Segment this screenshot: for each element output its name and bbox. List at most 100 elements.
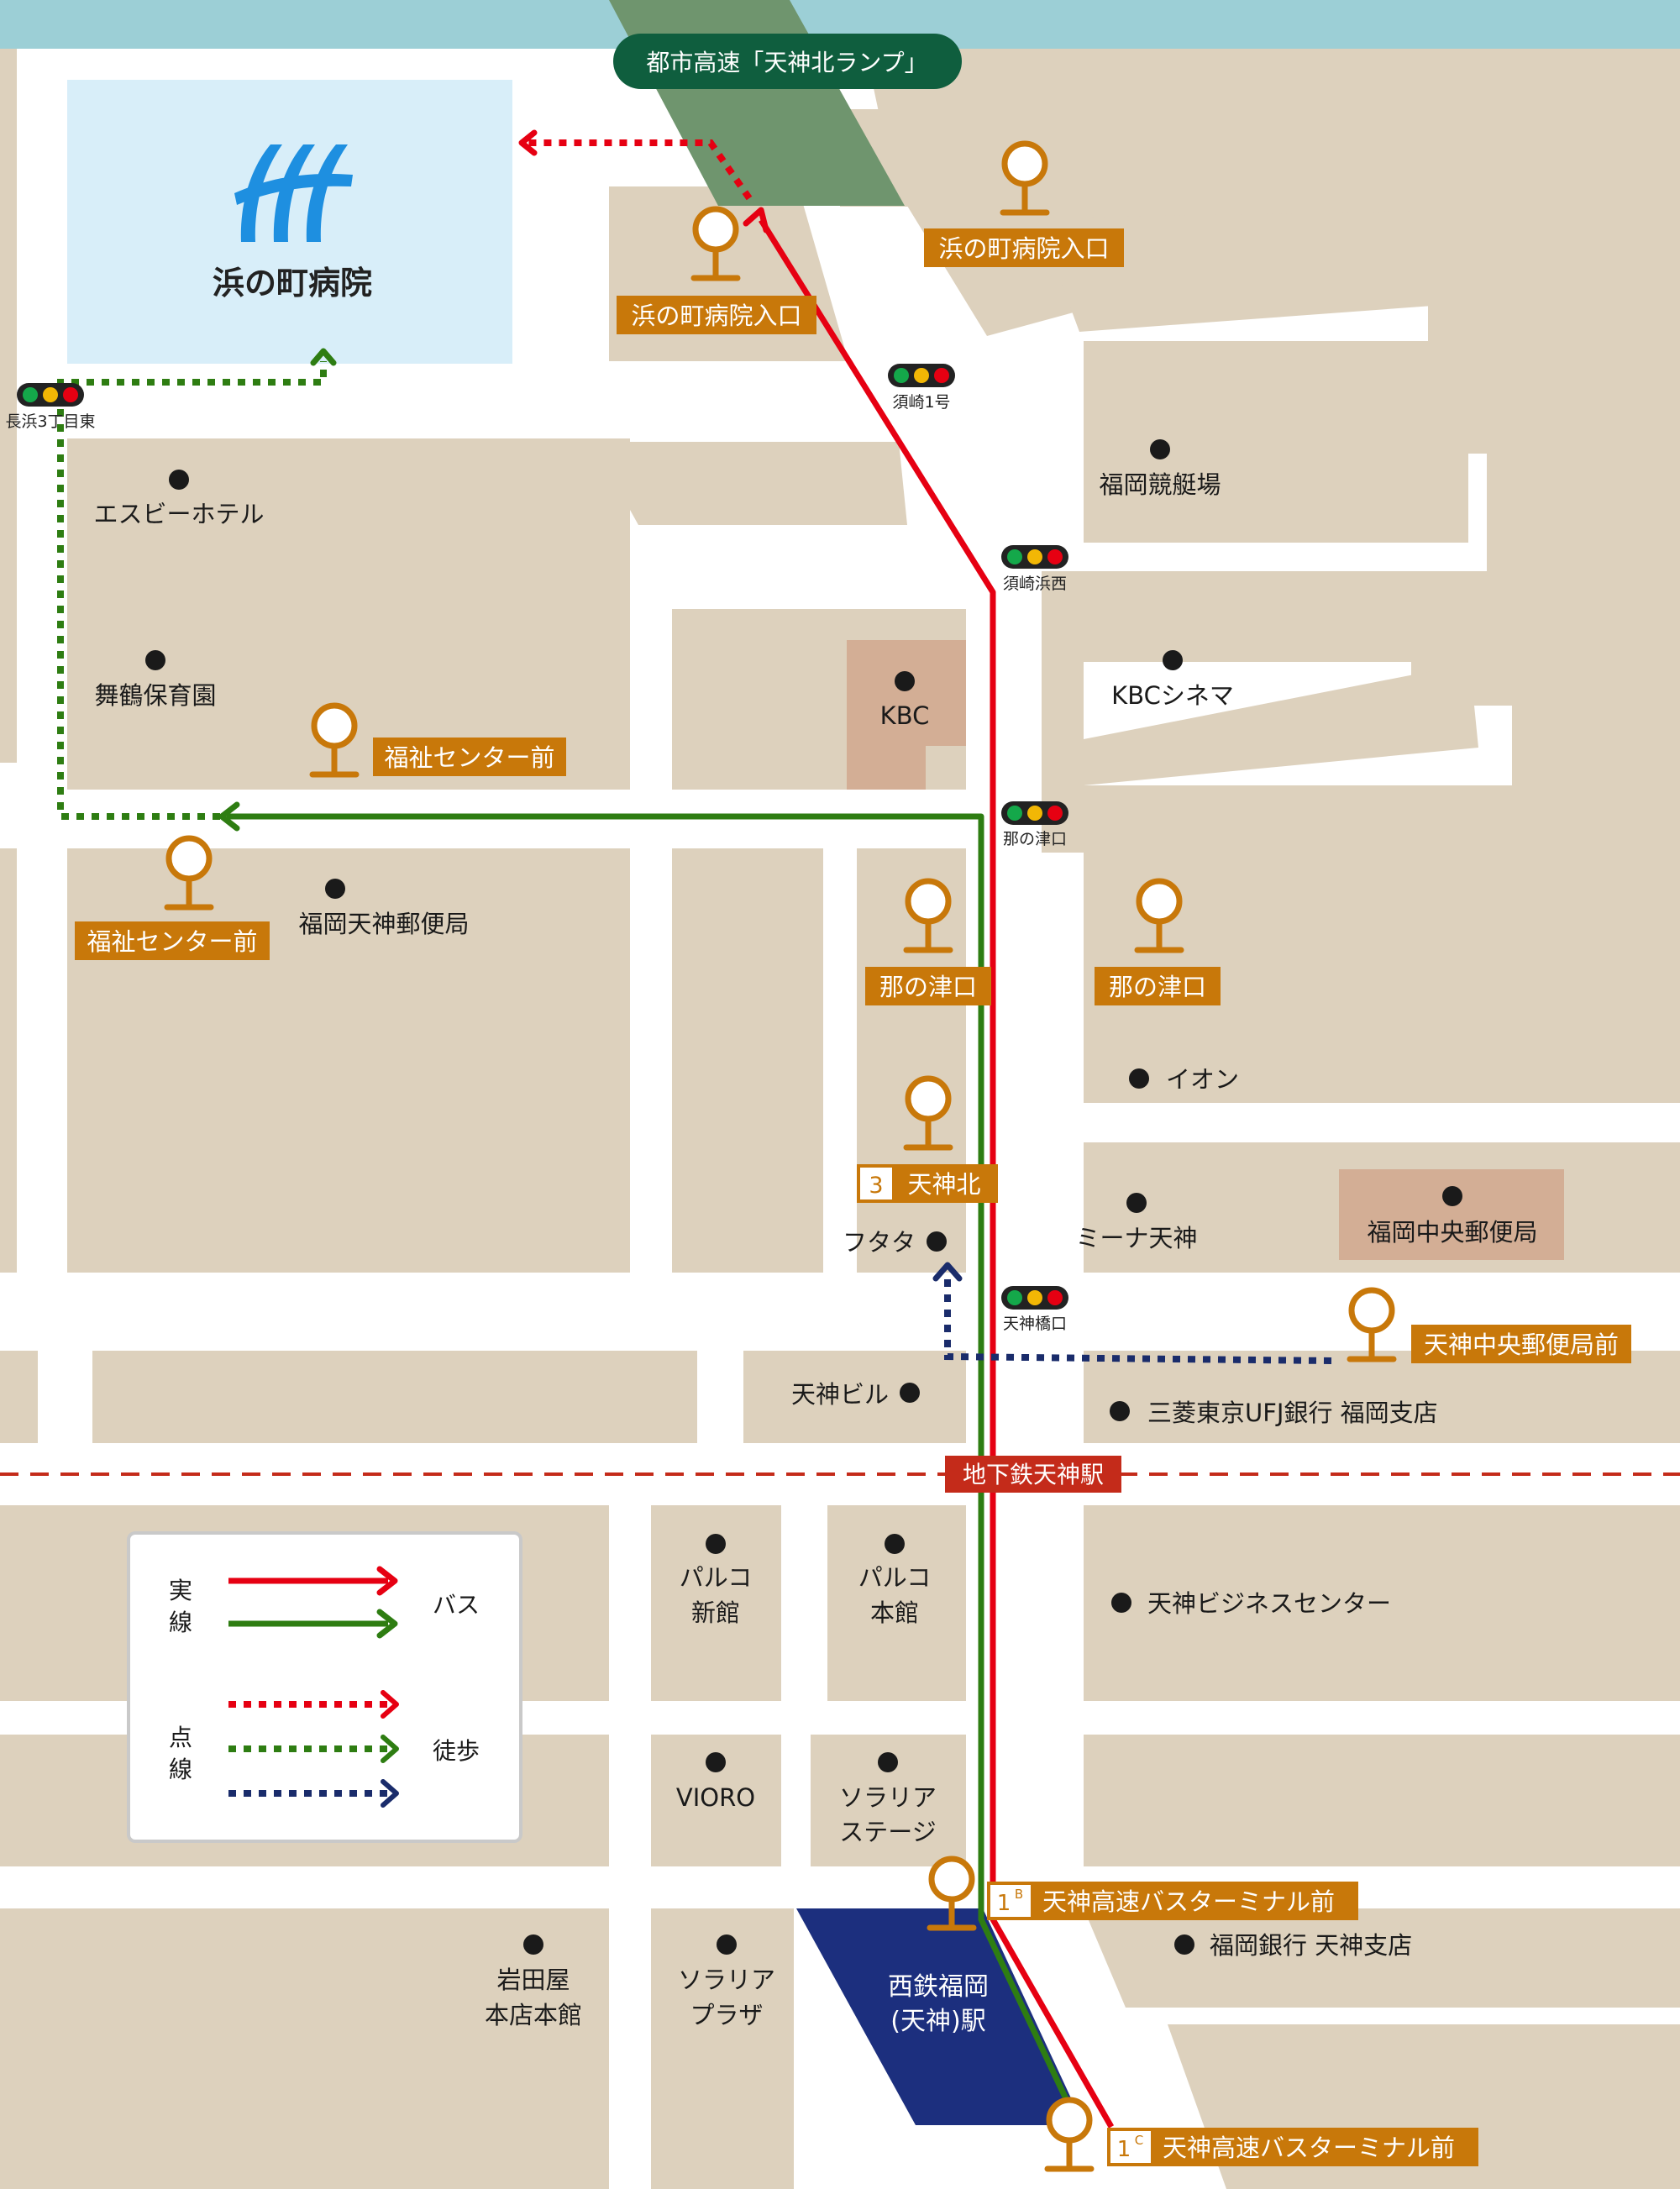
svg-text:線: 線 [169, 1756, 192, 1783]
bus-stop-tenjinkita: 3 天神北 [857, 1079, 998, 1203]
svg-text:ステージ: ステージ [839, 1818, 936, 1846]
bus-stop-nanotsu-a: 那の津口 [865, 881, 991, 1005]
svg-text:須崎1号: 須崎1号 [892, 393, 950, 412]
svg-text:天神ビル: 天神ビル [791, 1380, 889, 1409]
signal-nanotsu: 那の津口 [1001, 801, 1068, 848]
bus-route-red [759, 218, 1115, 2129]
svg-text:天神ビジネスセンター: 天神ビジネスセンター [1147, 1589, 1391, 1618]
svg-text:天神高速バスターミナル前: 天神高速バスターミナル前 [1042, 1887, 1335, 1916]
svg-text:パルコ: パルコ [858, 1563, 931, 1592]
bus-route-green [227, 813, 1079, 2120]
svg-text:三菱東京UFJ銀行 福岡支店: 三菱東京UFJ銀行 福岡支店 [1147, 1399, 1438, 1427]
signal-susaki1: 須崎1号 [888, 364, 955, 412]
station-building [796, 1908, 1084, 2125]
landmark-kbc-cinema: KBCシネマ [1111, 650, 1234, 710]
svg-text:那の津口: 那の津口 [879, 973, 977, 1001]
svg-text:須崎浜西: 須崎浜西 [1003, 575, 1067, 593]
legend: 実 線 バス 点 線 徒歩 [127, 1531, 522, 1843]
landmark-vioro: VIORO [676, 1752, 755, 1812]
landmark-sb-hotel: エスビーホテル [93, 470, 265, 528]
landmark-tenjin-post: 福岡天神郵便局 [298, 879, 470, 938]
hospital-logo [234, 144, 353, 242]
landmark-maizuru: 舞鶴保育園 [94, 650, 217, 710]
bus-stop-terminal-1b: 1 B 天神高速バスターミナル前 [930, 1859, 1358, 1928]
svg-text:フタタ: フタタ [843, 1228, 916, 1257]
bus-stop-hospital-a: 浜の町病院入口 [924, 144, 1124, 267]
walk-route-red [525, 139, 753, 201]
bus-stop-terminal-1c: 1 C 天神高速バスターミナル前 [1047, 2100, 1478, 2169]
svg-text:ソラリア: ソラリア [839, 1783, 937, 1812]
bus-stop-nanotsu-b: 那の津口 [1095, 881, 1221, 1005]
svg-text:天神橋口: 天神橋口 [1003, 1315, 1067, 1333]
landmark-boat: 福岡競艇場 [1099, 439, 1221, 499]
svg-text:ソラリア: ソラリア [678, 1966, 775, 1994]
svg-text:福岡競艇場: 福岡競艇場 [1099, 470, 1221, 499]
hospital-building [67, 80, 512, 364]
walk-route-navy [944, 1277, 1332, 1364]
svg-text:舞鶴保育園: 舞鶴保育園 [94, 681, 216, 710]
landmark-futata: フタタ [843, 1228, 947, 1257]
svg-text:那の津口: 那の津口 [1003, 830, 1067, 848]
walk-route-green [57, 361, 327, 820]
landmark-central-post: 福岡中央郵便局 [1367, 1186, 1538, 1247]
svg-text:C: C [1135, 2133, 1143, 2148]
svg-text:実: 実 [169, 1577, 192, 1604]
central-post-building [1339, 1169, 1564, 1260]
svg-text:プラザ: プラザ [690, 2001, 763, 2029]
svg-text:天神高速バスターミナル前: 天神高速バスターミナル前 [1163, 2134, 1455, 2162]
svg-text:天神中央郵便局前: 天神中央郵便局前 [1424, 1331, 1619, 1359]
svg-text:那の津口: 那の津口 [1109, 973, 1206, 1001]
svg-text:岩田屋: 岩田屋 [496, 1966, 570, 1994]
signal-nagahama: 長浜3丁目東 [5, 383, 96, 431]
bus-stop-hospital-b: 浜の町病院入口 [617, 209, 816, 334]
svg-text:福祉センター前: 福祉センター前 [384, 743, 554, 772]
svg-text:KBC: KBC [880, 701, 930, 730]
svg-text:地下鉄天神駅: 地下鉄天神駅 [963, 1461, 1104, 1488]
subway-station-label: 地下鉄天神駅 [945, 1456, 1121, 1493]
station-label-line2: (天神)駅 [890, 2007, 985, 2036]
svg-text:徒歩: 徒歩 [433, 1737, 480, 1765]
svg-text:線: 線 [169, 1609, 192, 1636]
svg-text:福岡銀行 天神支店: 福岡銀行 天神支店 [1210, 1931, 1412, 1960]
landmark-mina: ミーナ天神 [1075, 1193, 1198, 1252]
landmark-fukuoka-bank: 福岡銀行 天神支店 [1174, 1931, 1412, 1960]
svg-text:本店本館: 本店本館 [485, 2001, 582, 2029]
landmark-business-center: 天神ビジネスセンター [1111, 1589, 1391, 1618]
station-label-line1: 西鉄福岡 [888, 1972, 989, 2002]
svg-text:浜の町病院入口: 浜の町病院入口 [631, 302, 801, 330]
landmark-tenjin-bldg: 天神ビル [791, 1380, 920, 1409]
svg-text:1: 1 [997, 1891, 1011, 1916]
bus-stop-welfare-b: 福祉センター前 [75, 838, 270, 960]
expressway-ramp-label: 都市高速「天神北ランプ」 [613, 34, 962, 89]
landmark-kbc: KBC [880, 671, 930, 730]
svg-text:バス: バス [433, 1591, 480, 1619]
svg-text:KBCシネマ: KBCシネマ [1111, 681, 1234, 710]
hospital-name: 浜の町病院 [213, 265, 372, 302]
svg-text:B: B [1015, 1887, 1023, 1902]
landmark-mufg: 三菱東京UFJ銀行 福岡支店 [1110, 1399, 1438, 1427]
svg-text:長浜3丁目東: 長浜3丁目東 [5, 412, 95, 431]
svg-text:エスビーホテル: エスビーホテル [93, 500, 264, 528]
signal-tenjinbashi: 天神橋口 [1001, 1286, 1068, 1333]
svg-text:イオン: イオン [1166, 1065, 1239, 1094]
kbc-building [847, 640, 966, 790]
svg-text:1: 1 [1117, 2137, 1131, 2162]
landmark-aeon: イオン [1129, 1065, 1239, 1094]
svg-text:都市高速「天神北ランプ」: 都市高速「天神北ランプ」 [646, 49, 927, 76]
bus-stop-welfare-a: 福祉センター前 [312, 706, 566, 776]
svg-text:点: 点 [169, 1724, 192, 1751]
svg-text:福岡天神郵便局: 福岡天神郵便局 [298, 910, 469, 938]
svg-text:本館: 本館 [870, 1598, 919, 1627]
signal-susakihama: 須崎浜西 [1001, 545, 1068, 593]
svg-text:3: 3 [869, 1173, 883, 1199]
svg-text:新館: 新館 [691, 1598, 740, 1627]
svg-text:パルコ: パルコ [680, 1563, 752, 1592]
svg-text:福岡中央郵便局: 福岡中央郵便局 [1367, 1218, 1537, 1247]
bus-stop-post-office: 天神中央郵便局前 [1350, 1290, 1631, 1363]
svg-text:ミーナ天神: ミーナ天神 [1075, 1224, 1197, 1252]
